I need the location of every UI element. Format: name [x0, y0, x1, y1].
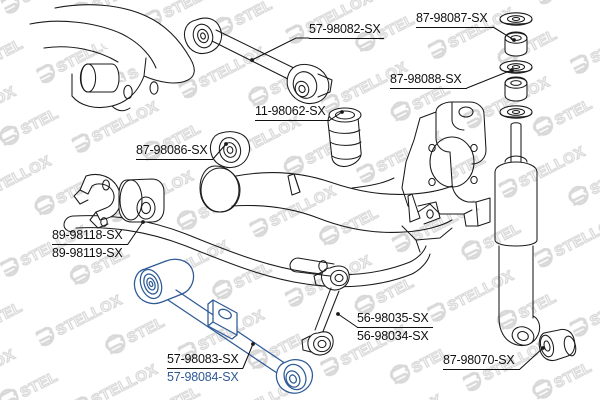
label-underline: [357, 327, 433, 328]
leader-endpoint-dot: [224, 142, 228, 146]
leader-line: [519, 347, 544, 370]
part-number-label: 87-98087-SX: [416, 11, 488, 25]
bump-stop: [327, 107, 362, 168]
leader-line: [251, 37, 310, 61]
stabilizer-bar-clamp: [73, 173, 122, 229]
part-number-label: 56-98034-SX: [357, 329, 429, 343]
leader-endpoint-dot: [541, 346, 545, 350]
leader-endpoint-dot: [510, 68, 514, 72]
shock-absorber-bushing: [538, 328, 577, 361]
leader-line: [212, 143, 227, 160]
lateral-link-rod: [183, 17, 333, 105]
part-number-label: 11-98062-SX: [255, 104, 326, 118]
part-number-label: 57-98084-SX: [167, 370, 239, 384]
shock-absorber: [494, 122, 541, 347]
control-arm-bushing: [209, 131, 251, 169]
leader-endpoint-dot: [250, 58, 254, 62]
leader-line: [337, 313, 358, 328]
leader-line: [127, 221, 144, 245]
part-number-label: 89-98118-SX: [52, 228, 123, 242]
steering-knuckle: [401, 101, 491, 227]
body-panel-outline: [351, 177, 395, 189]
knuckle-link-stub: [289, 257, 335, 277]
label-underline: [390, 88, 467, 89]
part-number-label: 87-98086-SX: [136, 143, 208, 157]
leader-line: [329, 111, 343, 121]
leader-line: [242, 343, 254, 369]
part-number-label: 56-98035-SX: [357, 311, 429, 325]
label-underline: [309, 38, 384, 39]
stabilizer-link: [301, 265, 350, 356]
label-underline: [136, 159, 213, 160]
trailing-arm-highlighted: [133, 258, 313, 394]
part-number-label: 57-98083-SX: [167, 352, 239, 366]
label-underline: [255, 120, 330, 121]
part-number-label: 57-98082-SX: [309, 22, 381, 36]
label-underline: [52, 244, 128, 245]
leader-dots: [141, 38, 545, 350]
upper-chassis-bracket: [29, 4, 195, 112]
lower-control-arm: [199, 165, 453, 253]
label-underline: [416, 27, 493, 28]
leader-endpoint-dot: [141, 220, 145, 224]
part-number-label: 87-98088-SX: [390, 72, 462, 86]
part-number-label: 89-98119-SX: [52, 246, 123, 260]
leader-lines: [127, 26, 544, 370]
stabilizer-bar-bushing: [118, 178, 165, 223]
leader-endpoint-dot: [340, 110, 344, 114]
leader-endpoint-dot: [336, 312, 340, 316]
label-underline: [167, 368, 243, 369]
leader-endpoint-dot: [512, 38, 516, 42]
leader-endpoint-dot: [251, 342, 255, 346]
leader-line: [466, 69, 513, 89]
label-underline: [443, 369, 520, 370]
washer-spacer-stack: [499, 12, 533, 119]
part-number-label: 87-98070-SX: [443, 353, 515, 367]
leader-line: [492, 26, 515, 41]
